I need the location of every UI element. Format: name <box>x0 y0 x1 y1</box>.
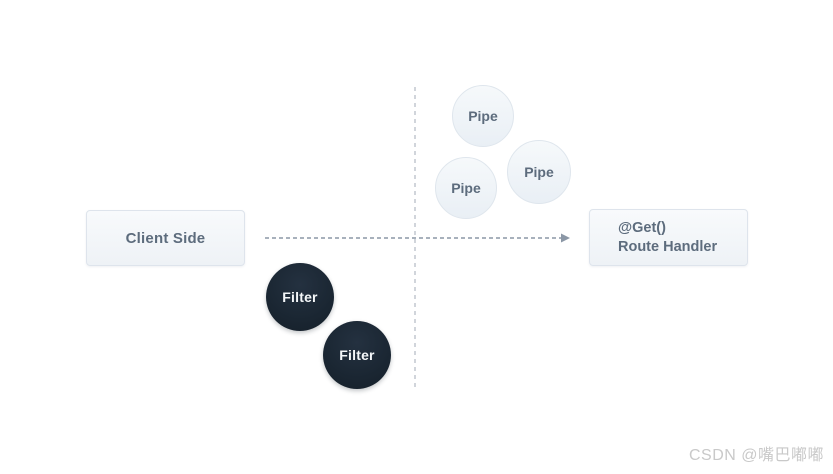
filter-label: Filter <box>339 347 375 363</box>
pipe-node-1: Pipe <box>452 85 514 147</box>
route-handler-decorator-label: @Get() <box>618 219 666 236</box>
pipe-label: Pipe <box>468 108 498 124</box>
filter-node-1: Filter <box>266 263 334 331</box>
pipe-label: Pipe <box>451 180 481 196</box>
client-side-node: Client Side <box>86 210 245 266</box>
watermark: CSDN @嘴巴嘟嘟 <box>688 447 824 464</box>
filter-label: Filter <box>282 289 318 305</box>
arrowhead-icon <box>561 233 570 243</box>
client-side-label: Client Side <box>125 229 206 247</box>
pipe-node-2: Pipe <box>507 140 571 204</box>
pipe-label: Pipe <box>524 164 554 180</box>
filter-node-2: Filter <box>323 321 391 389</box>
pipe-node-3: Pipe <box>435 157 497 219</box>
route-handler-node: @Get() Route Handler <box>589 209 748 266</box>
route-handler-label: Route Handler <box>618 238 718 255</box>
